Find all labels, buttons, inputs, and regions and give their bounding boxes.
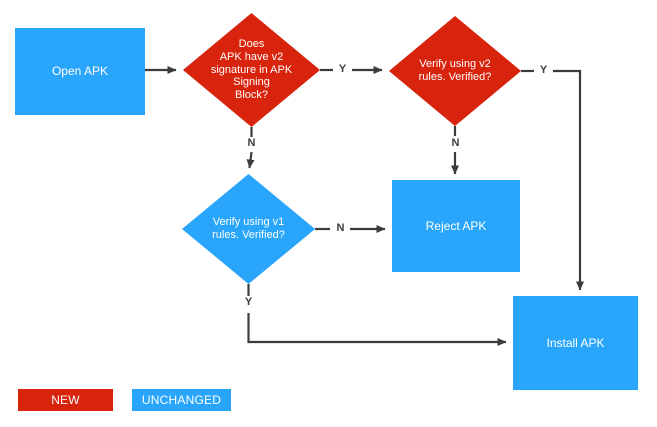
- edge-label-verifyv1-no: N: [336, 222, 345, 234]
- edge-label-verifyv2-no: N: [451, 137, 460, 149]
- edge-verifyv1-yes-to-install-b: [247, 313, 507, 346]
- edge-label-hasv2-no: N: [247, 137, 256, 149]
- node-verify-v2: [389, 16, 521, 126]
- edge-label-verifyv2-yes: Y: [539, 64, 548, 76]
- node-open-apk: [15, 28, 145, 115]
- edge-verifyv2-yes-to-install-b: [553, 69, 584, 291]
- node-install-apk: [513, 296, 638, 390]
- node-reject-apk: [392, 180, 520, 272]
- edge-label-verifyv1-yes: Y: [244, 296, 253, 308]
- legend-label-new: NEW: [51, 393, 80, 407]
- edge-hasv2-no-to-verifyv1-b: [246, 151, 255, 169]
- legend-swatch-new: [18, 389, 113, 411]
- legend-label-unchanged: UNCHANGED: [141, 393, 222, 407]
- node-has-v2-signature: [183, 13, 320, 127]
- edge-label-hasv2-yes: Y: [338, 63, 347, 75]
- node-verify-v1: [182, 174, 315, 284]
- legend-swatch-unchanged: [132, 389, 231, 411]
